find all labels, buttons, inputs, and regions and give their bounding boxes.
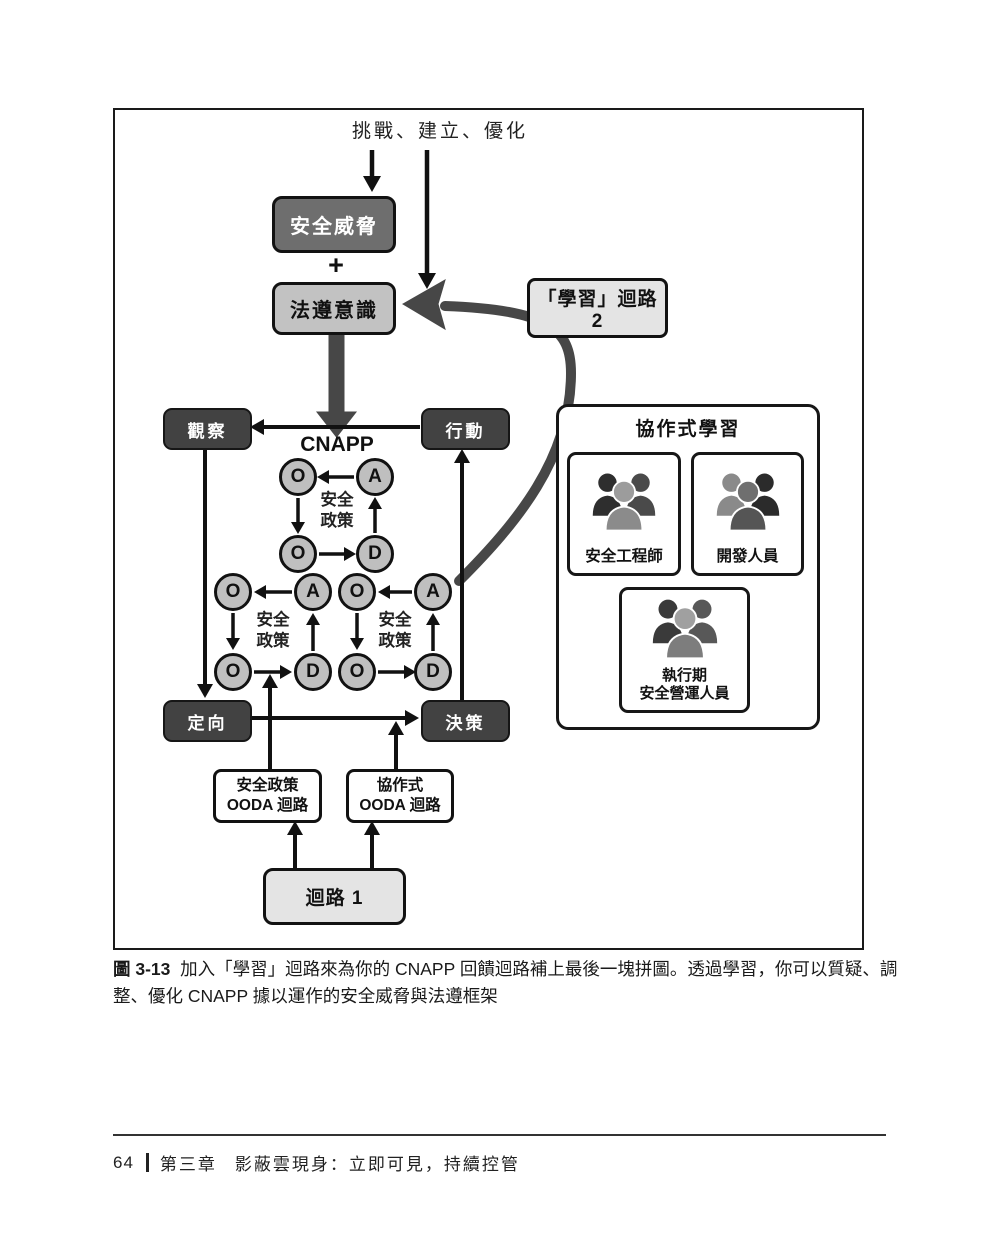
collab-ooda-loop-box: 協作式 OODA 迴路	[346, 769, 454, 823]
loop-label-line: 政策	[256, 632, 290, 650]
page-footer: 64 第三章 影蔽雲現身：立即可見，持續控管	[113, 1150, 893, 1175]
ooda-node: O	[214, 573, 252, 611]
cnapp-label: CNAPP	[300, 433, 374, 456]
policy-ooda-loop-box: 安全政策 OODA 迴路	[213, 769, 322, 823]
footer-rule	[113, 1134, 886, 1136]
decide-node: 決策	[421, 700, 510, 742]
loop-label-line: 安全	[378, 611, 412, 629]
member-label: 執行期 安全營運人員	[639, 667, 729, 703]
member-label: 開發人員	[716, 548, 778, 566]
member-label-line: 開發人員	[716, 548, 779, 565]
policy-ooda-line1: 安全政策	[236, 777, 299, 794]
orient-node: 定向	[163, 700, 252, 742]
figure-caption-text: 加入「學習」迴路來為你的 CNAPP 回饋迴路補上最後一塊拼圖。透過學習，你可以…	[113, 959, 898, 1006]
chapter-label: 第三章	[159, 1155, 217, 1174]
ooda-node: A	[414, 573, 452, 611]
loop-label-line: 政策	[320, 512, 354, 530]
loop-label-line: 安全	[320, 491, 354, 509]
ooda-node: O	[279, 535, 317, 573]
collab-ooda-line1: 協作式	[376, 777, 424, 794]
observe-node: 觀察	[163, 408, 252, 450]
loop-1-box: 迴路 1	[263, 868, 406, 925]
member-label-line: 安全工程師	[585, 548, 663, 565]
chapter-title: 影蔽雲現身：立即可見，持續控管	[234, 1155, 520, 1174]
member-card-runtime-security-ops: 執行期 安全營運人員	[619, 587, 750, 713]
people-group-icon	[643, 590, 727, 667]
member-label: 安全工程師	[585, 548, 663, 566]
ooda-node: A	[356, 458, 394, 496]
people-group-icon	[708, 455, 788, 548]
compliance-awareness-box: 法遵意識	[272, 282, 396, 335]
ooda-node: O	[338, 653, 376, 691]
people-group-icon	[584, 455, 664, 548]
figure-caption-label: 圖 3-13	[113, 959, 171, 979]
ooda-node: O	[279, 458, 317, 496]
ooda-node: D	[414, 653, 452, 691]
loop-label: 安全 政策	[305, 490, 369, 532]
ooda-node: D	[356, 535, 394, 573]
loop-label: 安全 政策	[363, 610, 427, 652]
top-annotation: 挑戰、建立、優化	[351, 121, 528, 142]
member-label-line: 執行期	[661, 667, 707, 684]
plus-sign: +	[328, 250, 344, 280]
learning-loop-2-box: 「學習」迴路 2	[527, 278, 668, 338]
footer-separator	[145, 1153, 149, 1172]
collaborative-learning-title: 協作式學習	[635, 419, 741, 440]
policy-ooda-line2: OODA 迴路	[226, 797, 309, 814]
member-card-developers: 開發人員	[691, 452, 804, 576]
member-card-security-engineers: 安全工程師	[567, 452, 681, 576]
ooda-node: O	[338, 573, 376, 611]
ooda-node: A	[294, 573, 332, 611]
loop-label-line: 政策	[378, 632, 412, 650]
ooda-node: O	[214, 653, 252, 691]
member-label-line: 安全營運人員	[639, 685, 730, 702]
ooda-node: D	[294, 653, 332, 691]
figure-caption: 圖 3-13 加入「學習」迴路來為你的 CNAPP 回饋迴路補上最後一塊拼圖。透…	[113, 956, 905, 1010]
loop-label-line: 安全	[256, 611, 290, 629]
collab-ooda-line2: OODA 迴路	[359, 797, 441, 814]
act-node: 行動	[421, 408, 510, 450]
loop-label: 安全 政策	[241, 610, 305, 652]
security-threats-box: 安全威脅	[272, 196, 396, 253]
page-number: 64	[113, 1152, 134, 1172]
